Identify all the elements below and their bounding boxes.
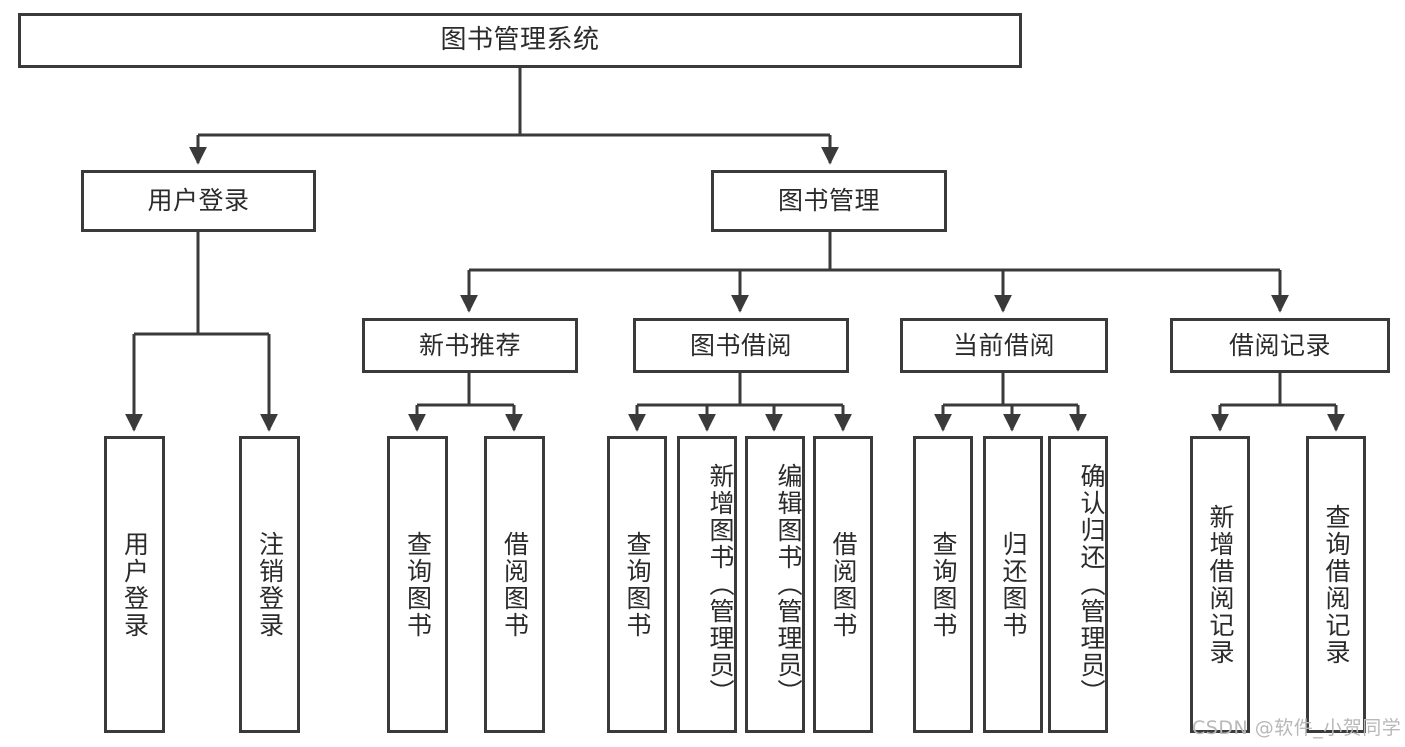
- leaf-current-borrow-2[interactable]: 归还图书: [983, 436, 1043, 733]
- leaf-user-login-1-label: 用户登录: [120, 530, 150, 639]
- leaf-new-book-2[interactable]: 借阅图书: [484, 436, 545, 733]
- leaf-new-book-1[interactable]: 查询图书: [387, 436, 448, 733]
- leaf-book-borrow-2-label: 新增图书（管理员）: [706, 463, 735, 706]
- node-new-book-recommend-label: 新书推荐: [418, 330, 521, 360]
- leaf-book-borrow-3[interactable]: 编辑图书（管理员）: [745, 436, 805, 733]
- leaf-book-borrow-2[interactable]: 新增图书（管理员）: [677, 436, 737, 733]
- node-user-login[interactable]: 用户登录: [81, 170, 316, 232]
- leaf-new-book-1-label: 查询图书: [403, 530, 433, 639]
- leaf-user-login-2-label: 注销登录: [255, 530, 285, 639]
- leaf-borrow-record-1[interactable]: 新增借阅记录: [1190, 436, 1250, 733]
- leaf-user-login-1[interactable]: 用户登录: [104, 436, 165, 733]
- node-book-borrow-label: 图书借阅: [689, 330, 792, 360]
- leaf-book-borrow-3-label: 编辑图书（管理员）: [774, 463, 803, 706]
- node-current-borrow-label: 当前借阅: [952, 330, 1055, 360]
- node-root[interactable]: 图书管理系统: [18, 13, 1022, 68]
- leaf-new-book-2-label: 借阅图书: [500, 530, 530, 639]
- node-book-management-label: 图书管理: [777, 186, 880, 215]
- leaf-current-borrow-2-label: 归还图书: [999, 530, 1028, 639]
- leaf-user-login-2[interactable]: 注销登录: [239, 436, 300, 733]
- leaf-current-borrow-3[interactable]: 确认归还（管理员）: [1048, 436, 1108, 733]
- node-current-borrow[interactable]: 当前借阅: [900, 318, 1108, 373]
- leaf-book-borrow-4[interactable]: 借阅图书: [813, 436, 873, 733]
- node-book-management[interactable]: 图书管理: [711, 170, 947, 232]
- node-root-label: 图书管理系统: [440, 24, 600, 55]
- csdn-watermark: CSDN @软件_小贺同学: [1192, 717, 1402, 739]
- leaf-borrow-record-2-label: 查询借阅记录: [1322, 503, 1351, 666]
- leaf-current-borrow-1[interactable]: 查询图书: [913, 436, 973, 733]
- node-borrow-record[interactable]: 借阅记录: [1170, 318, 1390, 373]
- leaf-current-borrow-1-label: 查询图书: [929, 530, 958, 639]
- leaf-book-borrow-1-label: 查询图书: [623, 530, 652, 639]
- node-book-borrow[interactable]: 图书借阅: [633, 318, 849, 373]
- leaf-book-borrow-4-label: 借阅图书: [829, 530, 858, 639]
- leaf-current-borrow-3-label: 确认归还（管理员）: [1077, 463, 1106, 706]
- leaf-book-borrow-1[interactable]: 查询图书: [607, 436, 667, 733]
- node-user-login-label: 用户登录: [147, 186, 250, 215]
- leaf-borrow-record-1-label: 新增借阅记录: [1206, 503, 1235, 666]
- node-new-book-recommend[interactable]: 新书推荐: [362, 318, 578, 373]
- node-borrow-record-label: 借阅记录: [1228, 330, 1331, 360]
- leaf-borrow-record-2[interactable]: 查询借阅记录: [1306, 436, 1366, 733]
